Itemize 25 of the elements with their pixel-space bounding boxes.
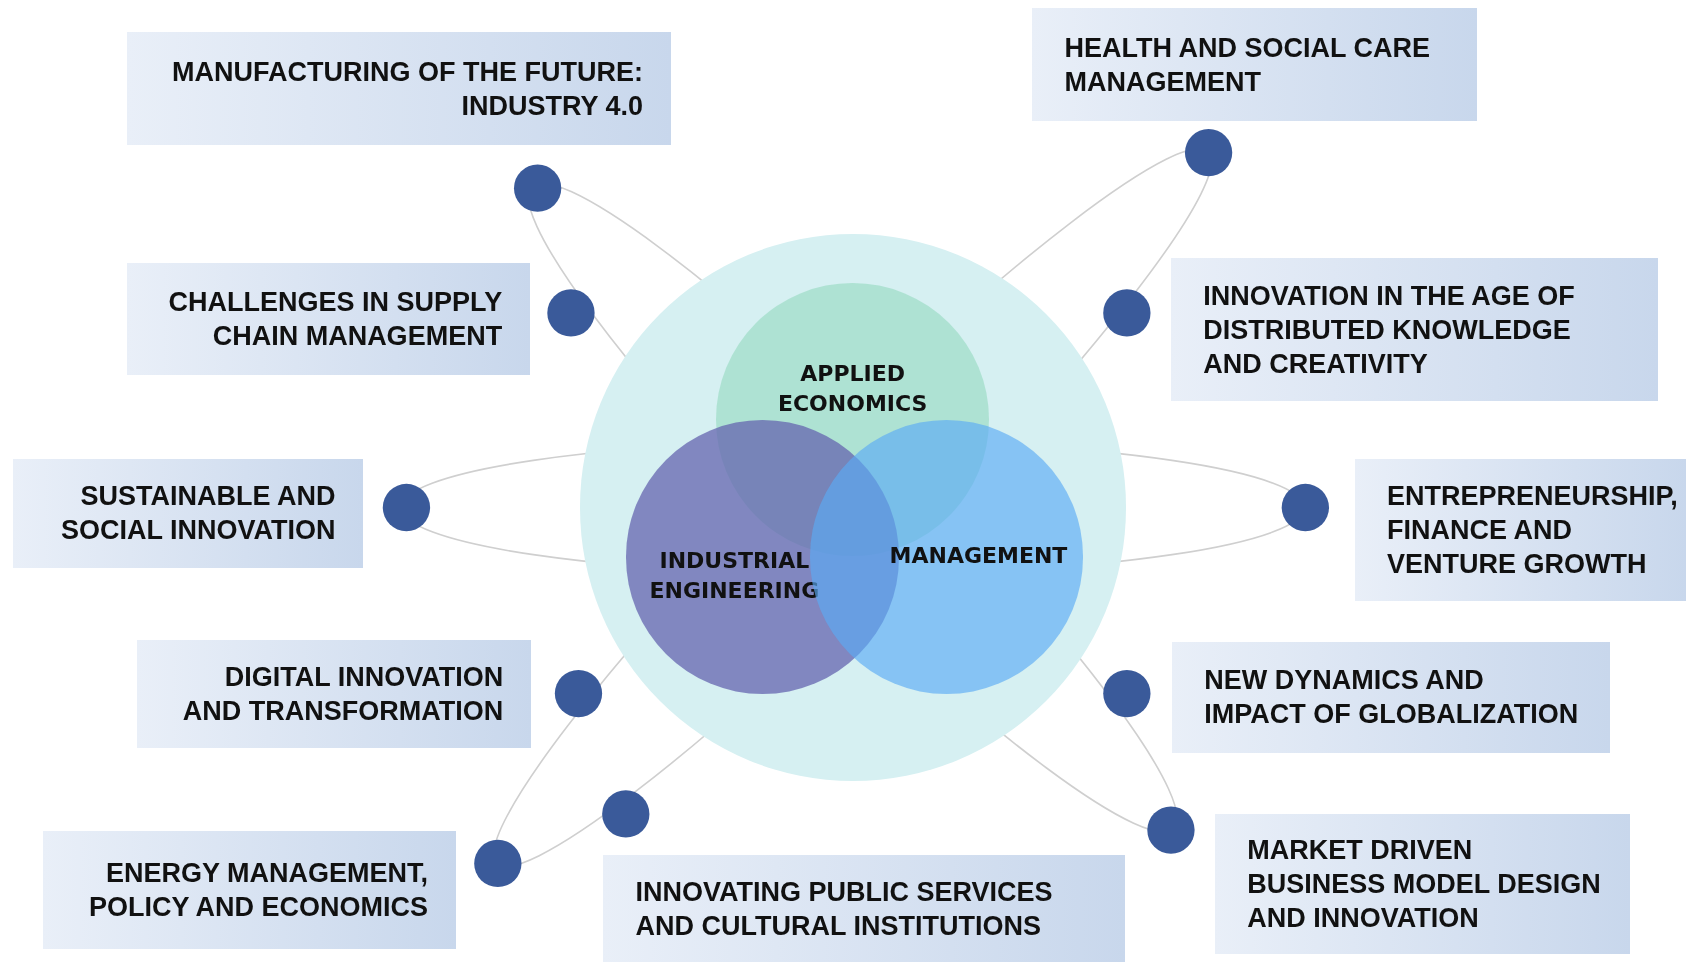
topic-label: INNOVATING PUBLIC SERVICES AND CULTURAL INSTITUTIONS (635, 875, 1054, 943)
topic-card (12, 459, 364, 568)
topic-card (126, 32, 671, 146)
topic-card (1172, 641, 1610, 753)
topic-label: NEW DYNAMICS AND IMPACT OF GLOBALIZATION (1204, 664, 1580, 732)
circle-label: APPLIED ECONOMICS (776, 360, 929, 419)
topic-card (603, 854, 1125, 962)
topic-label: DIGITAL INNOVATION AND TRANSFORMATION (181, 661, 504, 729)
topic-card (1170, 258, 1658, 402)
topic-label: MANUFACTURING OF THE FUTURE: INDUSTRY 4.0 (171, 55, 643, 123)
topic-card (1354, 459, 1686, 602)
topic-label: ENERGY MANAGEMENT, POLICY AND ECONOMICS (87, 857, 428, 925)
topic-label: HEALTH AND SOCIAL CARE MANAGEMENT (1064, 31, 1431, 99)
topic-card (43, 831, 456, 950)
topic-label: MARKET DRIVEN BUSINESS MODEL DESIGN AND INNOVATION (1247, 833, 1602, 935)
topic-label: INNOVATION IN THE AGE OF DISTRIBUTED KNOWLEDGE AND CREATIVITY (1203, 279, 1576, 381)
topic-card (136, 639, 532, 749)
topic-label: SUSTAINABLE AND SOCIAL INNOVATION (59, 480, 336, 548)
topic-card (1215, 813, 1631, 954)
circle-label: MANAGEMENT (888, 541, 1069, 570)
circle-label: INDUSTRIAL ENGINEERING (648, 547, 821, 606)
topic-card (126, 263, 531, 376)
topic-label: ENTREPRENEURSHIP, FINANCE AND VENTURE GROWTH (1387, 480, 1678, 582)
topic-label: CHALLENGES IN SUPPLY CHAIN MANAGEMENT (167, 286, 503, 354)
topic-card (1032, 7, 1478, 122)
